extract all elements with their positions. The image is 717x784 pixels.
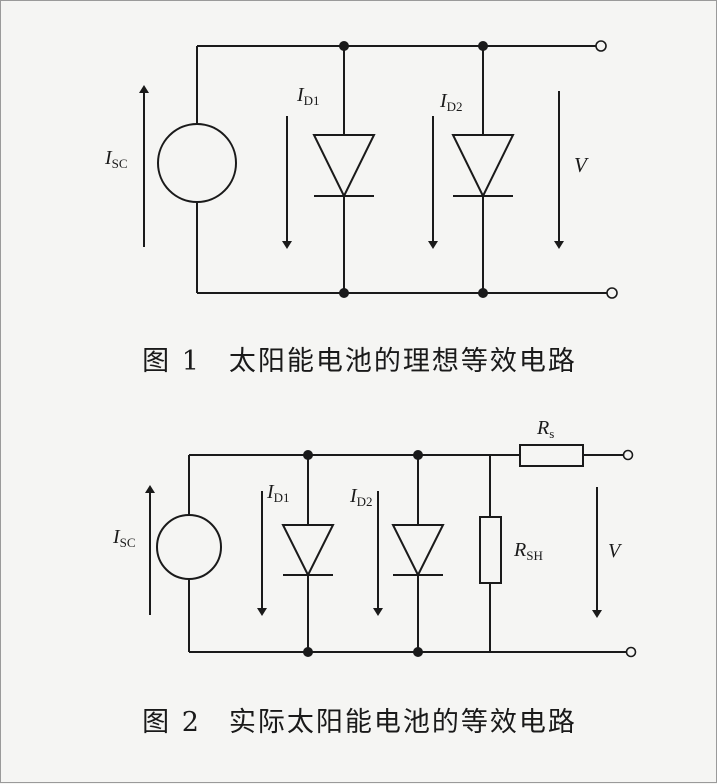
fig2-resistor-rsh xyxy=(479,516,502,584)
fig2-rsh-label: RSH xyxy=(513,539,543,563)
fig1-node-top-2 xyxy=(478,41,488,51)
fig2-diode2 xyxy=(391,524,445,578)
fig2-terminal-top xyxy=(622,449,634,461)
fig2-resistor-rs xyxy=(519,444,584,467)
fig1-id2-label: ID2 xyxy=(439,90,463,114)
fig2-node-bottom-2 xyxy=(413,647,423,657)
fig2-id1-label: ID1 xyxy=(266,481,290,505)
fig2-diode1 xyxy=(281,524,335,578)
fig2-node-bottom-1 xyxy=(303,647,313,657)
fig1-v-label: V xyxy=(574,153,589,177)
fig1-diode2 xyxy=(451,134,515,199)
figure2-circuit: ISC ID1 ID2 Rs RSH V xyxy=(112,417,637,658)
fig1-terminal-top xyxy=(595,40,607,52)
figure1-caption: 图 1 太阳能电池的理想等效电路 xyxy=(1,339,717,378)
fig2-rs-label: Rs xyxy=(536,417,554,441)
figure2-caption-number: 图 2 xyxy=(142,707,201,738)
fig2-v-label: V xyxy=(608,540,623,562)
fig1-diode1 xyxy=(312,134,376,199)
fig1-node-bottom-2 xyxy=(478,288,488,298)
fig1-terminal-bottom xyxy=(606,287,618,299)
figure2-caption-text: 实际太阳能电池的等效电路 xyxy=(228,707,577,738)
fig2-current-source xyxy=(156,514,222,580)
fig1-current-source xyxy=(157,123,237,203)
fig2-isc-label: ISC xyxy=(112,526,136,550)
fig1-isc-label: ISC xyxy=(104,147,128,171)
figure2-caption: 图 2 实际太阳能电池的等效电路 xyxy=(1,700,717,739)
fig1-id1-label: ID1 xyxy=(296,84,320,108)
fig2-id2-label: ID2 xyxy=(349,485,373,509)
figure1-circuit: ISC ID1 ID2 V xyxy=(104,40,618,299)
fig1-node-top-1 xyxy=(339,41,349,51)
fig2-node-top-2 xyxy=(413,450,423,460)
figure1-caption-text: 太阳能电池的理想等效电路 xyxy=(228,346,577,377)
figure1-caption-number: 图 1 xyxy=(142,346,201,377)
fig2-node-top-1 xyxy=(303,450,313,460)
fig2-terminal-bottom xyxy=(625,646,637,658)
fig1-node-bottom-1 xyxy=(339,288,349,298)
